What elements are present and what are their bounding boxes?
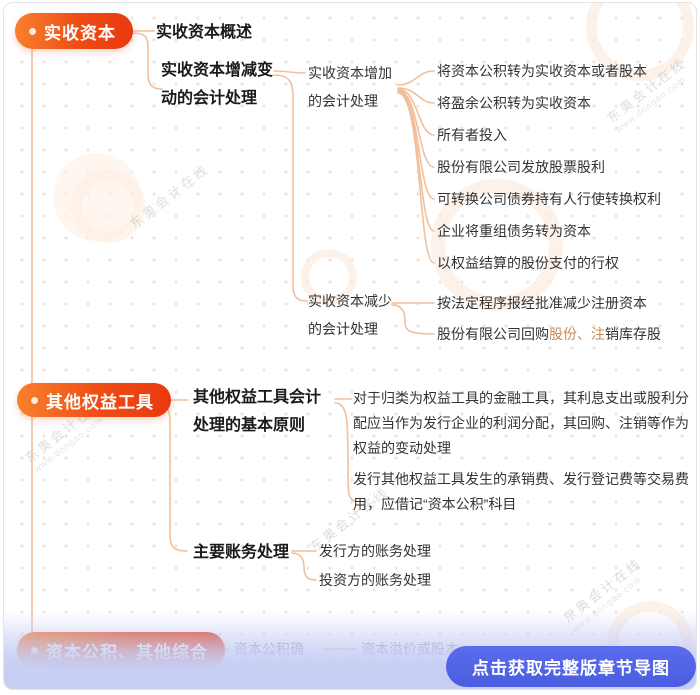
repurchase-text: 股份有限公司回购 [437, 326, 549, 342]
leaf-paragraph: 发行其他权益工具发生的承销费、发行登记费等交易费用，应借记“资本公积”科目 [353, 471, 689, 512]
leaf-item: 以权益结算的股份支付的行权 [437, 255, 619, 271]
leaf-item: 股份有限公司发放股票股利 [437, 159, 605, 175]
leaf-item: 按法定程序报经批准减少注册资本 [437, 295, 647, 311]
connector-line [273, 70, 306, 74]
topic-other-equity: 其他权益工具 [17, 383, 171, 417]
repurchase-text: 销库存股 [605, 326, 661, 342]
leaf-item: 将盈余公积转为实收资本 [437, 95, 591, 111]
node-principle: 其他权益工具会计处理的基本原则 [193, 389, 322, 434]
leaf-item: 企业将重组债务转为资本 [437, 223, 591, 239]
node-decrease: 实收资本减少的会计处理 [308, 293, 392, 337]
node-overview: 实收资本概述 [156, 24, 253, 41]
connector-line [397, 92, 435, 264]
connector-line [397, 89, 435, 168]
connector-line [391, 304, 435, 335]
node-changes: 实收资本增减变动的会计处理 [161, 62, 274, 107]
topic-paid-in-capital: 实收资本 [15, 13, 133, 49]
topic-label: 实收资本 [44, 23, 116, 43]
leaf-item: 将资本公积转为实收资本或者股本 [437, 63, 647, 79]
leaf-item: 可转换公司债券持有人行使转换权利 [437, 191, 661, 207]
connector-line [397, 70, 435, 86]
leaf-item: 发行方的账务处理 [319, 543, 431, 559]
topic-label: 其他权益工具 [46, 392, 154, 412]
leaf-paragraph: 对于归类为权益工具的金融工具，其利息支出或股利分配应当作为发行企业的利润分配，其… [353, 390, 689, 456]
connector-lines [31, 30, 435, 650]
get-full-map-button[interactable]: 点击获取完整版章节导图 [446, 646, 696, 687]
bullet-dot-icon [31, 396, 38, 404]
repurchase-text-highlight: 股份、注 [549, 326, 605, 342]
bullet-dot-icon [29, 27, 36, 35]
node-increase: 实收资本增加的会计处理 [308, 65, 392, 109]
connector-line [397, 87, 435, 104]
connector-line [397, 91, 435, 232]
connector-line [291, 552, 317, 581]
node-accounting: 主要账务处理 [193, 544, 290, 561]
connector-line [144, 401, 188, 552]
leaf-item-repurchase: 股份有限公司回购股份、注销库存股 [437, 321, 661, 347]
connector-line [130, 32, 163, 90]
leaf-item: 所有者投入 [437, 127, 507, 143]
connector-line [334, 402, 357, 502]
leaf-item: 投资方的账务处理 [319, 572, 431, 588]
connector-line [397, 88, 435, 136]
connector-line [273, 74, 308, 302]
